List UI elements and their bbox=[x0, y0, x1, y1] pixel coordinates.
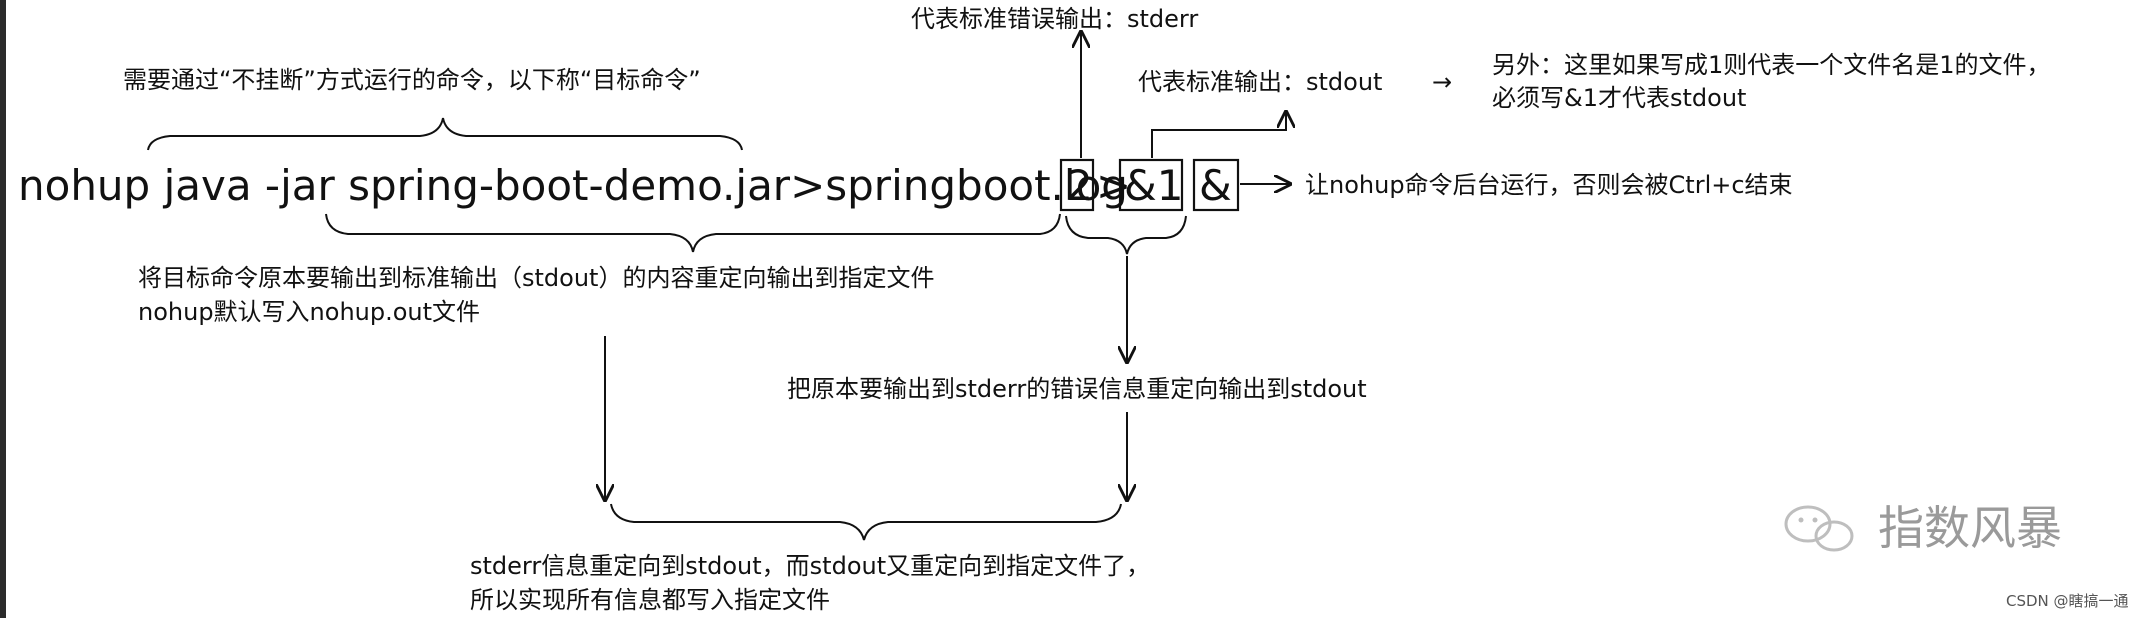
other-note-line1: 另外：这里如果写成1则代表一个文件名是1的文件， bbox=[1492, 51, 2051, 79]
command-gt-text: > bbox=[1096, 161, 1131, 210]
box-amp bbox=[1192, 158, 1240, 212]
redirect-note-line2: nohup默认写入nohup.out文件 bbox=[138, 298, 480, 326]
stderr-label: 代表标准错误输出：stderr bbox=[911, 5, 1198, 33]
brace-redirect-stdout bbox=[325, 213, 1061, 253]
target-command-note: 需要通过“不挂断”方式运行的命令，以下称“目标命令” bbox=[123, 66, 701, 94]
box-fd-2 bbox=[1059, 158, 1095, 212]
arrow-stdout-up bbox=[1151, 112, 1286, 158]
brace-stderr-redirect bbox=[1065, 215, 1187, 255]
command-main-text: nohup java -jar spring-boot-demo.jar>spr… bbox=[18, 161, 1128, 210]
final-note-line1: stderr信息重定向到stdout，而stdout又重定向到指定文件了， bbox=[470, 552, 1150, 580]
wechat-icon bbox=[1784, 505, 1854, 552]
box-amp1 bbox=[1118, 158, 1184, 212]
brace-target-command bbox=[147, 117, 743, 151]
stdout-right-arrow: → bbox=[1432, 68, 1452, 96]
left-edge-bar bbox=[0, 0, 6, 618]
stdout-label: 代表标准输出：stdout bbox=[1138, 68, 1382, 96]
other-note-line2: 必须写&1才代表stdout bbox=[1492, 84, 1746, 112]
watermark-text: 指数风暴 bbox=[1878, 501, 2062, 555]
credit-text: CSDN @瞎搞一通 bbox=[2006, 592, 2129, 610]
brace-final bbox=[610, 503, 1122, 541]
background-note: 让nohup命令后台运行，否则会被Ctrl+c结束 bbox=[1305, 171, 1793, 199]
stderr-to-stdout-note: 把原本要输出到stderr的错误信息重定向输出到stdout bbox=[787, 375, 1367, 403]
final-note-line2: 所以实现所有信息都写入指定文件 bbox=[470, 586, 830, 614]
redirect-note-line1: 将目标命令原本要输出到标准输出（stdout）的内容重定向输出到指定文件 bbox=[138, 264, 934, 292]
command-amp-text: & bbox=[1199, 161, 1232, 210]
command-amp1-text: &1 bbox=[1124, 161, 1183, 210]
command-fd-2-text: 2 bbox=[1066, 161, 1093, 210]
